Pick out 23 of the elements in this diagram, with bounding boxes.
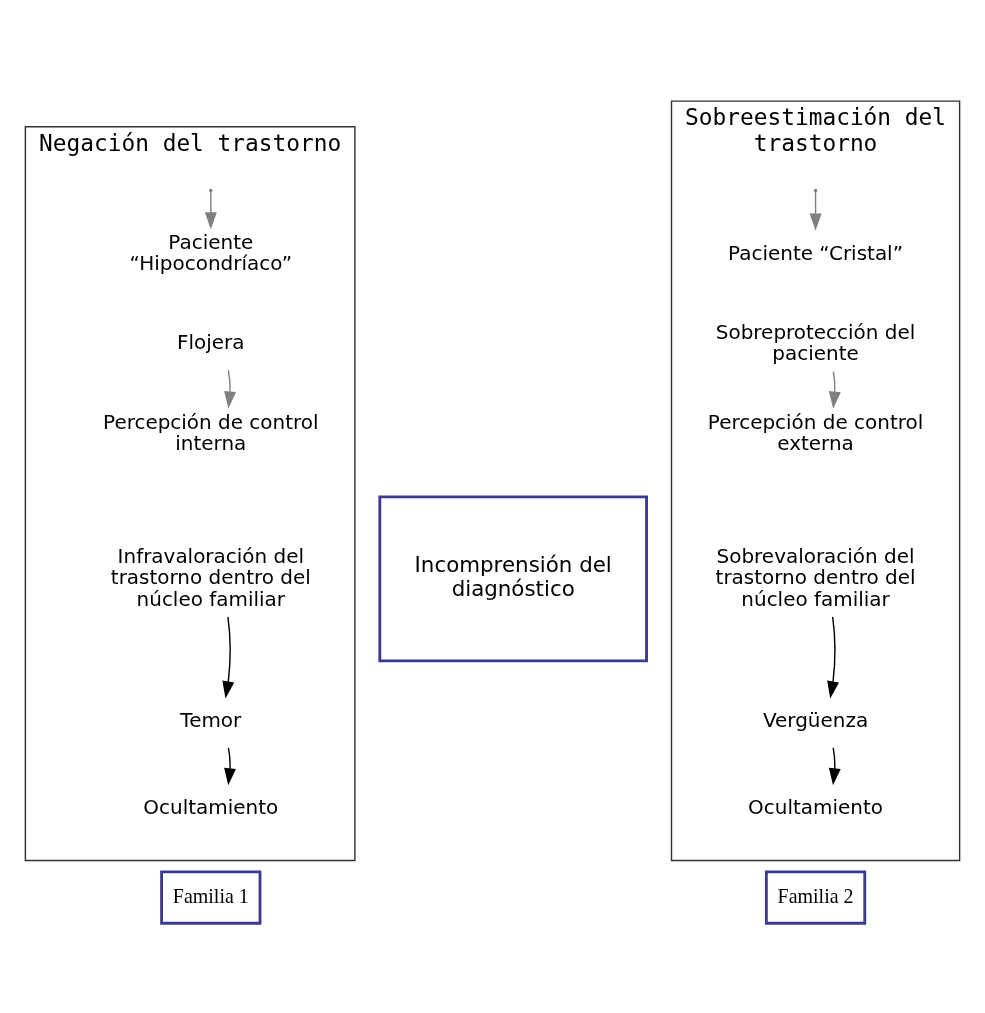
node-text: Vergüenza (762, 708, 869, 733)
node-text: Ocultamiento (748, 795, 883, 820)
node-text: Percepción de control interna (103, 409, 319, 456)
node-text: Sobrevaloración del trastorno dentro del núcleo familiar (715, 543, 916, 611)
node-text: Paciente “Cristal” (728, 240, 903, 265)
node-text: Paciente “Hipocondríaco” (129, 229, 293, 276)
arrow (204, 191, 217, 230)
node-text: Sobreprotección del paciente (715, 319, 916, 366)
node-box: Familia 1 (160, 870, 262, 925)
arrow (827, 616, 839, 699)
node-text: Flojera (177, 330, 245, 355)
node-text: Temor (180, 708, 242, 733)
arrow (224, 369, 237, 409)
arrow (224, 747, 237, 786)
node-text: Infravaloración del trastorno dentro del núcleo familiar (110, 543, 311, 611)
node-text: Percepción de control externa (707, 409, 924, 456)
node-box: Familia 2 (764, 870, 867, 925)
arrow (828, 371, 841, 409)
node-box: Incomprensión del diagnóstico (378, 495, 648, 663)
node-text: Ocultamiento (143, 795, 279, 820)
arrow (828, 747, 841, 786)
arrow (809, 191, 822, 231)
arrow (222, 616, 235, 699)
